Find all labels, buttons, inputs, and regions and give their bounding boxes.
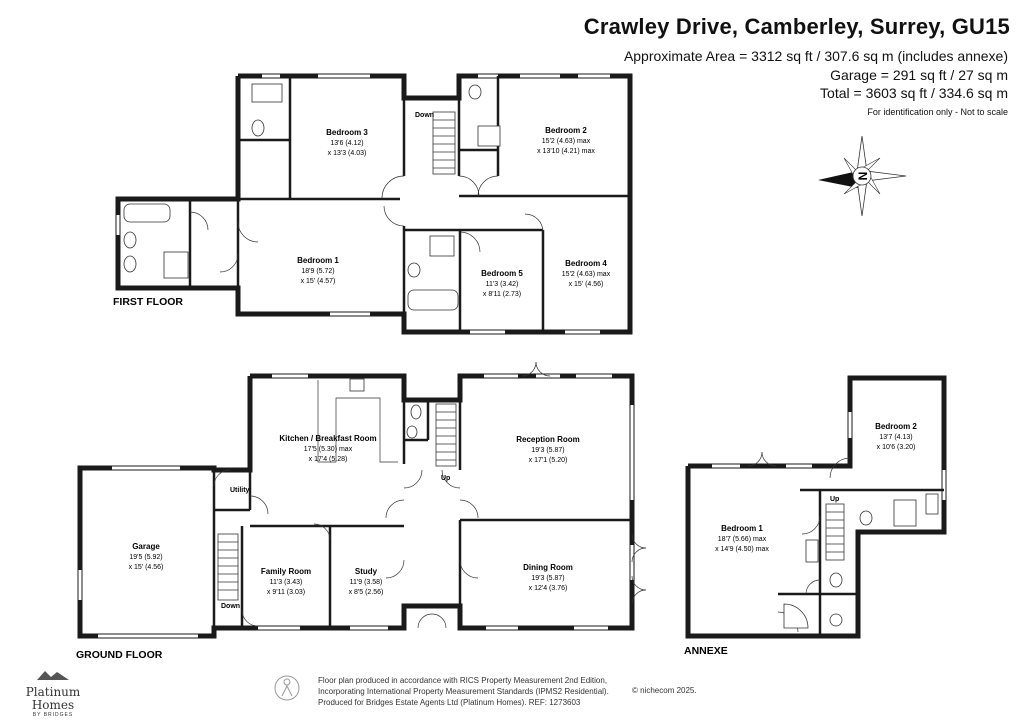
shower-icon: [251, 83, 283, 103]
brand-line-2: Homes: [31, 698, 75, 712]
shower-icon: [429, 235, 455, 257]
toilet-icon: [251, 119, 265, 137]
footer-line-1: Floor plan produced in accordance with R…: [318, 676, 608, 685]
first-floor-plan: Down: [115, 73, 633, 335]
bedroom-2-name: Bedroom 2: [545, 126, 587, 135]
first-floor-label: FIRST FLOOR: [113, 296, 183, 308]
toilet-icon: [859, 510, 873, 526]
bedroom-4-dim2: x 15' (4.56): [569, 281, 604, 288]
bedroom-3-dim2: x 13'3 (4.03): [328, 150, 367, 157]
brand-logo: Platinum Homes BY BRIDGES: [18, 668, 88, 718]
kitchenette-icon: [805, 539, 819, 563]
bedroom-4-dim1: 15'2 (4.63) max: [562, 271, 611, 278]
basin-icon: [406, 425, 418, 439]
garage-area: Garage = 291 sq ft / 27 sq m: [830, 67, 1008, 83]
annexe-label: ANNEXE: [684, 645, 728, 657]
study-name: Study: [355, 567, 378, 576]
brand-line-1: Platinum: [25, 685, 81, 699]
bedroom-1-name: Bedroom 1: [297, 256, 339, 265]
bedroom-5-dim1: 11'3 (3.42): [486, 281, 519, 288]
ground-floor-down-label: Down: [221, 603, 240, 610]
bath-icon: [123, 203, 171, 223]
compass-icon: N: [818, 135, 907, 217]
basin-icon: [123, 255, 137, 273]
basin-icon: [925, 493, 939, 515]
family-room-dim1: 11'3 (3.43): [270, 579, 303, 586]
bedroom-3-name: Bedroom 3: [326, 128, 368, 137]
footer-line-2: Incorporating International Property Mea…: [318, 687, 609, 696]
annexe-bedroom-1-dim1: 18'7 (5.66) max: [718, 536, 767, 543]
study-dim2: x 8'5 (2.56): [349, 589, 384, 596]
family-room-name: Family Room: [261, 567, 311, 576]
bedroom-5-name: Bedroom 5: [481, 269, 523, 278]
bedroom-1-dim2: x 15' (4.57): [301, 278, 336, 285]
dining-room-dim2: x 12'4 (3.76): [529, 585, 568, 592]
basin-icon: [123, 231, 137, 249]
brand-line-3: BY BRIDGES: [32, 712, 74, 718]
annexe-bedroom-2-dim2: x 10'6 (3.20): [877, 444, 916, 451]
first-floor-stairs: [432, 111, 456, 175]
brand-mark-icon: [37, 671, 69, 680]
annexe-plan: Up: [685, 375, 947, 639]
footer-line-3: Produced for Bridges Estate Agents Ltd (…: [318, 698, 581, 707]
kitchen-dim1: 17'5 (5.30) max: [304, 446, 353, 453]
reception-name: Reception Room: [516, 435, 580, 444]
bedroom-5-dim2: x 8'11 (2.73): [483, 291, 521, 298]
bedroom-4-name: Bedroom 4: [565, 259, 607, 268]
ground-floor-label: GROUND FLOOR: [76, 649, 163, 661]
garage-name: Garage: [132, 542, 160, 551]
shower-icon: [477, 125, 501, 147]
bedroom-2-dim1: 15'2 (4.63) max: [542, 138, 591, 145]
compass-north-label: N: [856, 172, 870, 181]
first-floor-down-label: Down: [415, 112, 434, 119]
ground-floor-up-label: Up: [441, 475, 450, 482]
annexe-up-label: Up: [830, 496, 839, 503]
basin-icon: [829, 613, 843, 627]
toilet-icon: [407, 262, 421, 278]
dining-room-dim1: 19'3 (5.87): [531, 575, 564, 582]
toilet-icon: [468, 84, 482, 100]
kitchen-name: Kitchen / Breakfast Room: [279, 434, 376, 443]
garage-dim1: 19'5 (5.92): [129, 554, 162, 561]
toilet-icon: [410, 404, 422, 420]
page-title: Crawley Drive, Camberley, Surrey, GU15: [583, 14, 1010, 39]
footer-text: Floor plan produced in accordance with R…: [318, 675, 658, 708]
copyright: © nichecom 2025.: [632, 686, 697, 695]
approximate-area: Approximate Area = 3312 sq ft / 307.6 sq…: [623, 48, 1008, 64]
reception-dim2: x 17'1 (5.20): [529, 457, 568, 464]
annexe-bedroom-2-dim1: 13'7 (4.13): [879, 434, 912, 441]
toilet-icon: [829, 572, 843, 588]
bedroom-1-dim1: 18'9 (5.72): [301, 268, 334, 275]
ground-floor-stairs: [217, 403, 457, 601]
ground-floor-plan: Up Down Utility: [77, 361, 647, 639]
reception-dim1: 19'3 (5.87): [531, 447, 564, 454]
bath-icon: [407, 289, 459, 311]
bedroom-3-dim1: 13'6 (4.12): [330, 140, 363, 147]
shower-icon: [893, 499, 917, 527]
annexe-bedroom-1-name: Bedroom 1: [721, 524, 763, 533]
annexe-bedroom-1-dim2: x 14'9 (4.50) max: [715, 546, 769, 553]
dining-room-name: Dining Room: [523, 563, 573, 572]
shower-icon: [163, 251, 189, 279]
scale-note: For identification only - Not to scale: [867, 107, 1008, 117]
annexe-bedroom-2-name: Bedroom 2: [875, 422, 917, 431]
rics-logo-icon: [274, 675, 300, 701]
utility-label: Utility: [230, 487, 250, 494]
family-room-dim2: x 9'11 (3.03): [267, 589, 305, 596]
kitchen-dim2: x 17'4 (5.28): [309, 456, 348, 463]
study-dim1: 11'9 (3.58): [350, 579, 383, 586]
bedroom-2-dim2: x 13'10 (4.21) max: [537, 148, 595, 155]
shower-icon: [783, 603, 809, 629]
garage-dim2: x 15' (4.56): [129, 564, 164, 571]
total-area: Total = 3603 sq ft / 334.6 sq m: [820, 85, 1008, 101]
sink-icon: [349, 378, 365, 392]
